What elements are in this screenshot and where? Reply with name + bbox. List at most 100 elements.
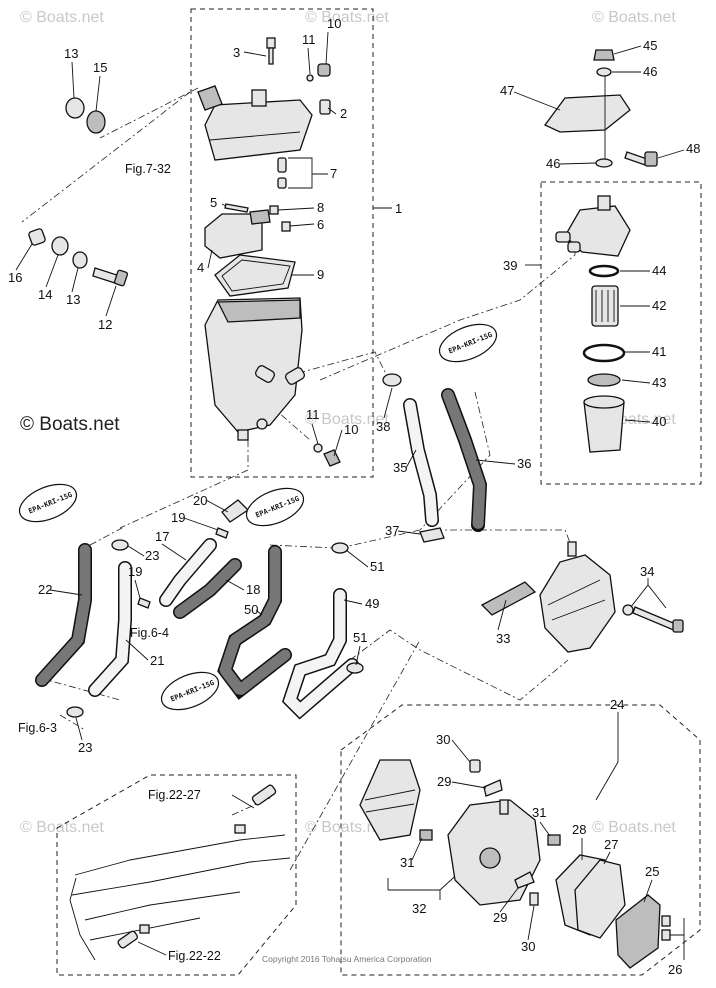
filter-outlet [567,241,581,253]
callout-42: 42 [652,298,666,313]
clip-8 [269,205,279,215]
filter-head-nipple [597,195,611,211]
callout-45: 45 [643,38,657,53]
clamp-38 [382,373,402,387]
fitting-fig22-27 [251,784,277,806]
callout-12: 12 [98,317,112,332]
callout-32: 32 [412,901,426,916]
callout-36: 36 [517,456,531,471]
cover-bracket [197,85,223,111]
callout-29-top: 29 [437,774,451,789]
callout-2: 2 [340,106,347,121]
callout-46-bottom: 46 [546,156,560,171]
nut-31-right [547,834,561,846]
clip-19-left [137,597,151,609]
gasket-27 [574,859,626,939]
hose-tag-18: EPA-KRI-15G [245,487,305,527]
screw-30-top [469,759,481,773]
pin-5 [224,203,249,213]
pump-cover-25 [615,894,661,969]
hose-tag-50: EPA-KRI-15G [160,671,220,711]
screw-30-bottom [529,892,539,906]
screw-3-head [266,37,276,49]
callout-16: 16 [8,270,22,285]
callout-30-top: 30 [436,732,450,747]
clip-19-right [215,527,229,539]
loose-hardware-left [28,97,129,287]
callout-19-right: 19 [171,510,185,525]
fuel-pump-assembly [480,541,684,653]
callout-15: 15 [93,60,107,75]
callout-24: 24 [610,697,624,712]
callout-23-top: 23 [145,548,159,563]
callout-25: 25 [645,864,659,879]
fuel-pump-24 [539,554,616,653]
valve-29-top [483,779,503,797]
screw-26-top [661,915,671,927]
hoses [35,373,488,720]
callout-21: 21 [150,653,164,668]
tank-cover [204,99,313,161]
callout-10-bottom: 10 [344,422,358,437]
frame-fuel-filter-assembly [540,181,702,485]
callout-19-left: 19 [128,564,142,579]
frame-fuel-tank-assembly [190,8,374,478]
hose-tags: EPA-KRI-15G EPA-KRI-15G EPA-KRI-15G EPA-… [18,323,498,711]
tank-fitting-left [255,365,275,383]
callout-39: 39 [503,258,517,273]
nut-31-left [419,829,433,841]
drain-screw-10-bottom [323,449,341,467]
washer-13 [72,251,88,269]
ring-43 [587,373,621,387]
gasket-9 [214,254,296,297]
callout-31-left: 31 [400,855,414,870]
group-frames [56,8,702,976]
o-ring-44 [588,264,620,278]
fuel-tank-assembly [197,37,341,467]
frame-engine-detail [56,774,297,976]
hose-tag-36: EPA-KRI-15G [438,323,498,363]
washer-11-top [306,74,314,82]
callout-4: 4 [197,260,204,275]
callout-numbers: 1 2 3 4 5 6 7 8 9 10 10 11 11 12 13 13 1… [8,16,700,977]
watermark-top-center: © Boats.net [305,9,389,26]
pump-body-port [479,847,501,869]
float-4 [204,213,263,259]
callout-29-bottom: 29 [493,910,507,925]
callout-37: 37 [385,523,399,538]
pump-repair-kit [359,759,671,969]
clamp-23-top [111,539,129,551]
callout-51-top: 51 [370,559,384,574]
callout-leaders [15,31,685,956]
callout-50: 50 [244,602,258,617]
callout-51-bottom: 51 [353,630,367,645]
bolt-12-head [113,269,129,287]
callout-44: 44 [652,263,666,278]
bolt-34-head [672,619,684,633]
clip-fig22-27 [234,824,246,834]
watermark-mid-center: © Boats.net [305,411,389,428]
hose-tag-22: EPA-KRI-15G [18,483,78,523]
fig-ref-7-32: Fig.7-32 [125,162,171,176]
callout-13-bottom: 13 [66,292,80,307]
filter-element-42 [591,285,619,327]
callout-3: 3 [233,45,240,60]
callout-38: 38 [376,419,390,434]
figure-references: Fig.7-32 Fig.6-4 Fig.6-3 Fig.22-27 Fig.2… [18,162,221,963]
watermark-top-left: © Boats.net [20,9,104,26]
plate-33 [480,581,537,616]
clip-fig22-22 [139,924,150,934]
filter-inlet [555,231,571,243]
cover-fitting [251,89,267,107]
clip-7-upper [277,157,287,173]
pump-cover-left [359,759,421,841]
callout-41: 41 [652,344,666,359]
callout-22: 22 [38,582,52,597]
screw-6 [281,221,291,232]
filter-bowl-40 [583,401,625,453]
callout-11-top: 11 [302,32,316,47]
fuel-pump-nipple [567,541,577,557]
washer-46-bottom [595,158,613,168]
callout-7: 7 [330,166,337,181]
watermarks: © Boats.net © Boats.net © Boats.net © Bo… [20,9,676,836]
